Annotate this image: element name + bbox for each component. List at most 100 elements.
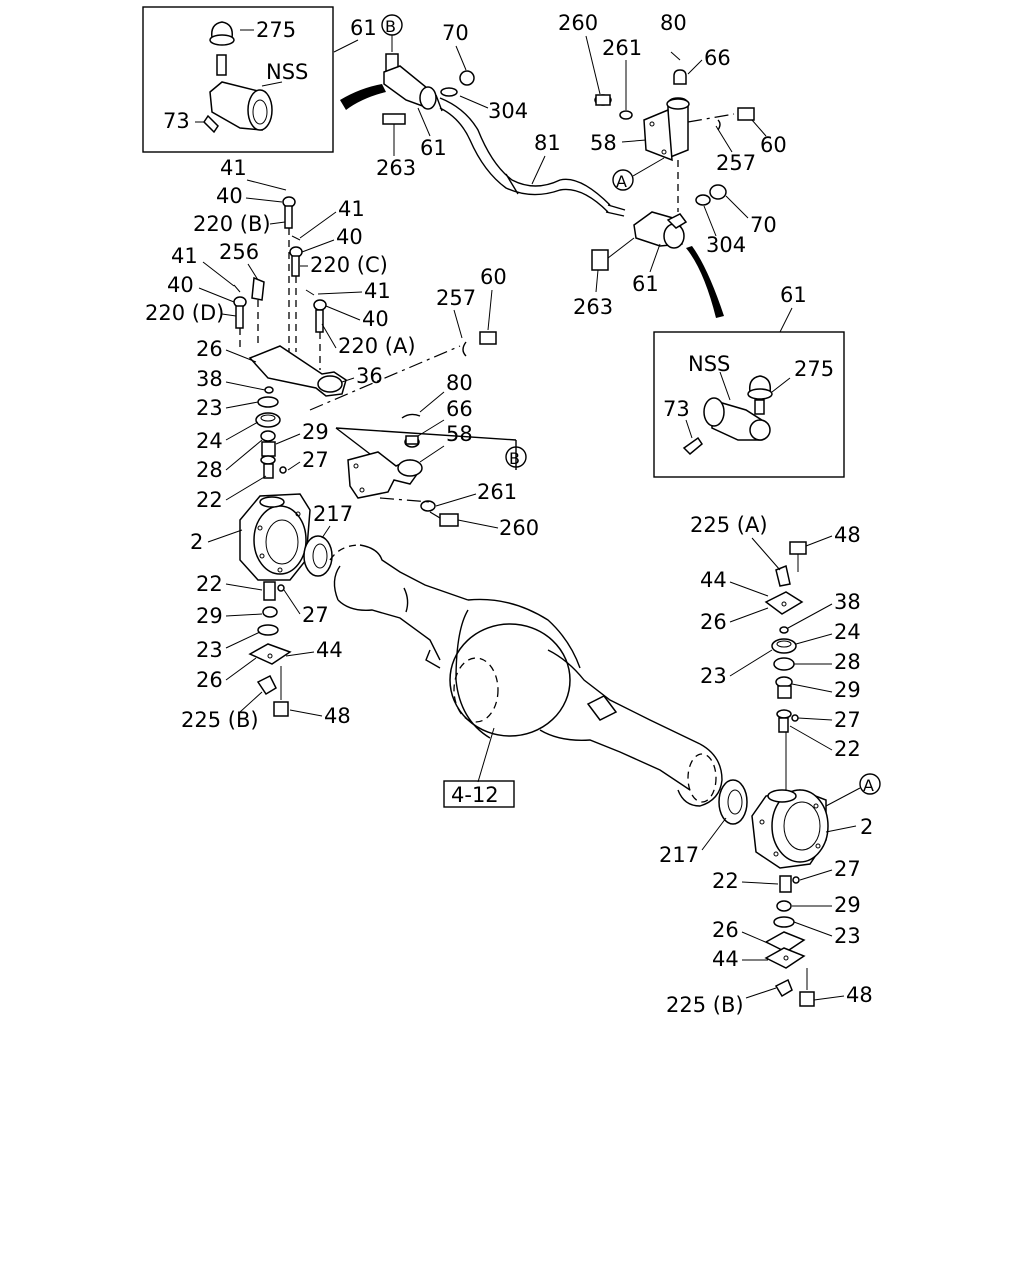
callout-29: 29 xyxy=(196,604,223,628)
callout-66: 66 xyxy=(446,397,473,421)
callout-275: 275 xyxy=(794,357,834,381)
ref-b-label-center: B xyxy=(509,449,520,468)
tie-rod-end-right xyxy=(591,184,727,271)
callout-40: 40 xyxy=(216,184,243,208)
reference-box-4-12 xyxy=(443,780,515,808)
callout-29: 29 xyxy=(834,893,861,917)
callout-304: 304 xyxy=(706,233,746,257)
callout-217: 217 xyxy=(659,843,699,867)
ref-a-label-upper: A xyxy=(616,172,627,191)
callout-58: 58 xyxy=(590,131,617,155)
callout-26: 26 xyxy=(712,918,739,942)
callout-220-d: 220 (D) xyxy=(145,301,224,325)
callout-260: 260 xyxy=(558,11,598,35)
callout-24: 24 xyxy=(196,429,223,453)
callout-22: 22 xyxy=(834,737,861,761)
ref-b-label-top: B xyxy=(385,17,396,36)
steering-knuckle-right xyxy=(718,779,829,869)
callout-26: 26 xyxy=(196,337,223,361)
callout-48: 48 xyxy=(834,523,861,547)
lower-kingpin-stack-right xyxy=(764,875,815,1007)
callout-263: 263 xyxy=(573,295,613,319)
callout-22: 22 xyxy=(712,869,739,893)
callout-304: 304 xyxy=(488,99,528,123)
detail-inset-right xyxy=(653,331,845,478)
callout-41: 41 xyxy=(338,197,365,221)
callout-22: 22 xyxy=(196,572,223,596)
callout-256: 256 xyxy=(219,240,259,264)
callout-263: 263 xyxy=(376,156,416,180)
callout-225-b: 225 (B) xyxy=(181,708,259,732)
callout-27: 27 xyxy=(302,448,329,472)
callout-261: 261 xyxy=(477,480,517,504)
callout-61: 61 xyxy=(780,283,807,307)
tie-rod-upper: B xyxy=(381,14,626,217)
callout-80: 80 xyxy=(660,11,687,35)
callout-40: 40 xyxy=(167,273,194,297)
callout-80: 80 xyxy=(446,371,473,395)
callout-41: 41 xyxy=(364,279,391,303)
callout-40: 40 xyxy=(362,307,389,331)
callout-nss: NSS xyxy=(266,60,308,84)
callout-28: 28 xyxy=(834,650,861,674)
callout-40: 40 xyxy=(336,225,363,249)
callout-81: 81 xyxy=(534,131,561,155)
callout-44: 44 xyxy=(700,568,727,592)
callout-41: 41 xyxy=(220,156,247,180)
callout-24: 24 xyxy=(834,620,861,644)
callout-36: 36 xyxy=(356,364,383,388)
callout-27: 27 xyxy=(834,708,861,732)
callout-225-b: 225 (B) xyxy=(666,993,744,1017)
callout-44: 44 xyxy=(712,947,739,971)
callout-28: 28 xyxy=(196,458,223,482)
callout-38: 38 xyxy=(196,367,223,391)
callout-48: 48 xyxy=(324,704,351,728)
steering-knuckle-arm-upper xyxy=(594,51,755,212)
callout-73: 73 xyxy=(663,397,690,421)
callout-66: 66 xyxy=(704,46,731,70)
callout-220-c: 220 (C) xyxy=(310,253,388,277)
callout-257: 257 xyxy=(436,286,476,310)
lower-kingpin-stack-left xyxy=(248,581,292,717)
callout-275: 275 xyxy=(256,18,296,42)
callout-61: 61 xyxy=(632,272,659,296)
steering-arm-center xyxy=(335,413,517,527)
callout-48: 48 xyxy=(846,983,873,1007)
callout-23: 23 xyxy=(834,924,861,948)
callout-70: 70 xyxy=(750,213,777,237)
callout-260: 260 xyxy=(499,516,539,540)
callout-26: 26 xyxy=(700,610,727,634)
callout-23: 23 xyxy=(196,396,223,420)
callout-41: 41 xyxy=(171,244,198,268)
kingpin-lube-stack-left xyxy=(233,179,347,479)
callout-38: 38 xyxy=(834,590,861,614)
callout-44: 44 xyxy=(316,638,343,662)
steering-knuckle-left xyxy=(239,493,333,581)
callout-29: 29 xyxy=(834,678,861,702)
kingpin-lube-stack-right xyxy=(764,541,807,792)
callout-23: 23 xyxy=(196,638,223,662)
callout-27: 27 xyxy=(834,857,861,881)
callout-2: 2 xyxy=(190,530,203,554)
callout-27: 27 xyxy=(302,603,329,627)
callout-2: 2 xyxy=(860,815,873,839)
callout-29: 29 xyxy=(302,420,329,444)
callout-26: 26 xyxy=(196,668,223,692)
callout-61: 61 xyxy=(350,16,377,40)
callout-58: 58 xyxy=(446,422,473,446)
callout-nss: NSS xyxy=(688,352,730,376)
callout-61: 61 xyxy=(420,136,447,160)
detail-inset-top-left xyxy=(142,6,334,153)
callout-220-a: 220 (A) xyxy=(338,334,416,358)
ref-a-label-lower: A xyxy=(863,776,874,795)
callout-70: 70 xyxy=(442,21,469,45)
callout-261: 261 xyxy=(602,36,642,60)
callout-73: 73 xyxy=(163,109,190,133)
callout-4-12: 4-12 xyxy=(451,783,499,807)
callout-225-a: 225 (A) xyxy=(690,513,768,537)
callout-60: 60 xyxy=(480,265,507,289)
callout-217: 217 xyxy=(313,502,353,526)
callout-60: 60 xyxy=(760,133,787,157)
callout-257: 257 xyxy=(716,151,756,175)
